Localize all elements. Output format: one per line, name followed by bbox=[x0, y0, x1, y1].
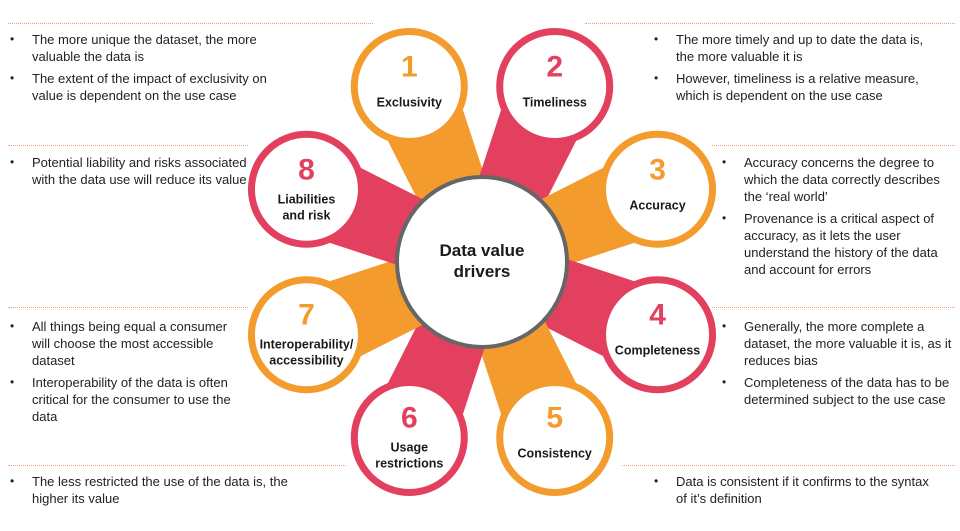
divider-top-left bbox=[8, 23, 373, 24]
driver-label: Usage bbox=[391, 441, 429, 455]
driver-circle bbox=[599, 130, 717, 248]
bullet-item: Data is consistent if it confirms to the… bbox=[652, 473, 942, 507]
bullet-list: The less restricted the use of the data … bbox=[8, 473, 318, 507]
driver-label: Consistency bbox=[518, 447, 592, 461]
driver-circle bbox=[496, 379, 614, 497]
divider-bottom-right bbox=[622, 465, 955, 466]
divider-mid-right bbox=[712, 307, 955, 308]
bullet-item: The extent of the impact of exclusivity … bbox=[8, 70, 293, 104]
desc-exclusivity: The more unique the dataset, the more va… bbox=[8, 31, 293, 109]
bullet-list: Data is consistent if it confirms to the… bbox=[652, 473, 942, 507]
divider-upper-right bbox=[712, 145, 955, 146]
desc-timeliness: The more timely and up to date the data … bbox=[652, 31, 942, 109]
bullet-item: Completeness of the data has to be deter… bbox=[720, 374, 955, 408]
bullet-list: Potential liability and risks associated… bbox=[8, 154, 248, 188]
divider-bottom-left bbox=[8, 465, 346, 466]
driver-number: 8 bbox=[298, 153, 315, 186]
driver-number: 6 bbox=[401, 402, 418, 435]
driver-label: Liabilities bbox=[278, 192, 336, 206]
driver-label: Timeliness bbox=[523, 95, 587, 109]
bullet-item: Generally, the more complete a dataset, … bbox=[720, 318, 955, 369]
bullet-item: Provenance is a critical aspect of accur… bbox=[720, 210, 952, 278]
driver-circle bbox=[496, 27, 614, 145]
divider-mid-left bbox=[8, 307, 248, 308]
driver-label: Completeness bbox=[615, 344, 700, 358]
center-hub: Data value drivers bbox=[395, 175, 569, 349]
driver-number: 5 bbox=[546, 402, 563, 435]
desc-completeness: Generally, the more complete a dataset, … bbox=[720, 318, 955, 413]
bullet-item: The more timely and up to date the data … bbox=[652, 31, 942, 65]
driver-number: 2 bbox=[546, 50, 563, 83]
desc-liabilities: Potential liability and risks associated… bbox=[8, 154, 248, 193]
bullet-item: Accuracy concerns the degree to which th… bbox=[720, 154, 952, 205]
driver-label: Interoperability/ bbox=[260, 338, 354, 352]
driver-label: accessibility bbox=[269, 354, 343, 368]
center-label-line1: Data value bbox=[439, 241, 524, 260]
divider-upper-left bbox=[8, 145, 248, 146]
desc-accuracy: Accuracy concerns the degree to which th… bbox=[720, 154, 952, 283]
driver-circle bbox=[247, 276, 365, 394]
bullet-list: All things being equal a consumer will c… bbox=[8, 318, 238, 425]
driver-label: and risk bbox=[282, 208, 330, 222]
driver-number: 7 bbox=[298, 299, 315, 332]
driver-circle bbox=[247, 130, 365, 248]
driver-number: 1 bbox=[401, 50, 418, 83]
divider-top-right bbox=[585, 23, 955, 24]
driver-number: 3 bbox=[649, 153, 666, 186]
bullet-list: The more unique the dataset, the more va… bbox=[8, 31, 293, 104]
driver-circle bbox=[350, 27, 468, 145]
bullet-item: The less restricted the use of the data … bbox=[8, 473, 318, 507]
bullet-item: The more unique the dataset, the more va… bbox=[8, 31, 293, 65]
driver-label: restrictions bbox=[375, 457, 443, 471]
bullet-list: Generally, the more complete a dataset, … bbox=[720, 318, 955, 408]
driver-circle bbox=[350, 379, 468, 497]
desc-usage-restrictions: The less restricted the use of the data … bbox=[8, 473, 318, 512]
bullet-item: Potential liability and risks associated… bbox=[8, 154, 248, 188]
desc-consistency: Data is consistent if it confirms to the… bbox=[652, 473, 942, 512]
center-label-line2: drivers bbox=[454, 262, 511, 281]
desc-interoperability: All things being equal a consumer will c… bbox=[8, 318, 238, 430]
bullet-item: Interoperability of the data is often cr… bbox=[8, 374, 238, 425]
center-circle bbox=[395, 175, 569, 349]
driver-number: 4 bbox=[649, 299, 666, 332]
driver-label: Exclusivity bbox=[377, 95, 442, 109]
bullet-item: All things being equal a consumer will c… bbox=[8, 318, 238, 369]
driver-label: Accuracy bbox=[629, 198, 685, 212]
bullet-list: Accuracy concerns the degree to which th… bbox=[720, 154, 952, 278]
bullet-list: The more timely and up to date the data … bbox=[652, 31, 942, 104]
bullet-item: However, timeliness is a relative measur… bbox=[652, 70, 942, 104]
driver-circles: 1Exclusivity2Timeliness3Accuracy4Complet… bbox=[247, 27, 717, 497]
driver-circle bbox=[599, 276, 717, 394]
